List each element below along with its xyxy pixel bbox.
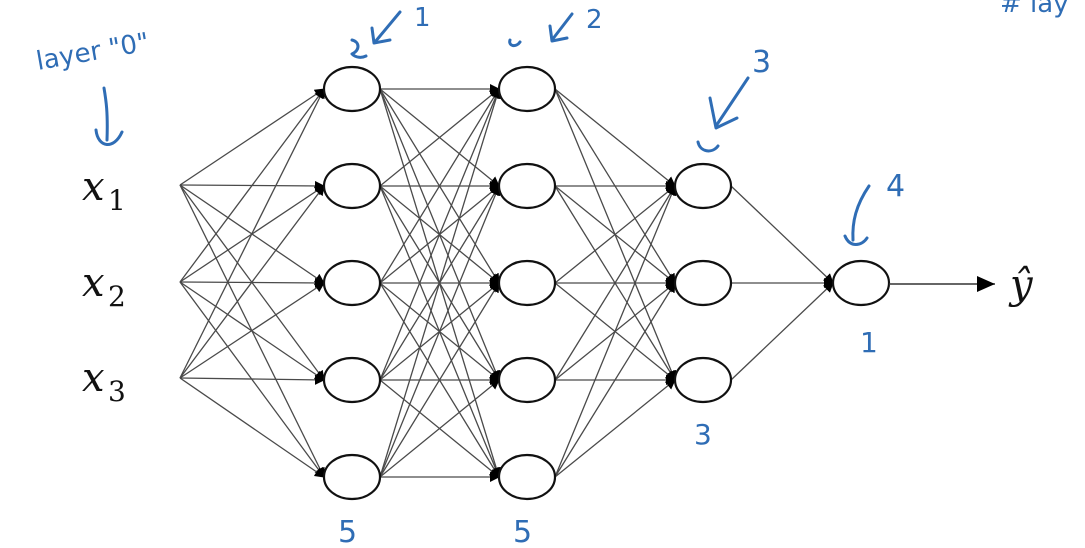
- arrow-icon: [714, 76, 750, 128]
- output-y-hat: ŷ: [1008, 262, 1034, 308]
- neuron-layer-2-unit-2: [497, 162, 557, 210]
- annotation-layer-4: 4: [843, 169, 905, 246]
- neuron-layer-1-unit-5: [322, 453, 382, 501]
- neuron-layer-1-unit-2: [322, 162, 382, 210]
- edge-layer-3-to-4: [730, 282, 834, 381]
- layer-2-index: 2: [586, 5, 603, 35]
- edge-layer-0-to-1: [179, 282, 325, 379]
- input-symbol: x: [82, 164, 105, 210]
- edge-layer-1-to-2: [379, 379, 500, 478]
- connection-edges: [179, 84, 834, 482]
- input-subscript: 1: [108, 184, 126, 217]
- annotation-layer-2: 2: [508, 5, 603, 48]
- annotation-layer-0-text: layer "0": [34, 28, 151, 77]
- neuron-layer-1-unit-4: [322, 356, 382, 404]
- edge-layer-2-to-3: [554, 282, 676, 478]
- arrowhead-icon: [708, 96, 739, 130]
- small-mark-icon: [696, 140, 720, 153]
- input-subscript: 2: [108, 280, 126, 313]
- neuron-layer-1-unit-1: [322, 65, 382, 113]
- down-arrow-icon: [102, 86, 109, 142]
- arrow-icon: [851, 184, 871, 242]
- arrowhead-icon: [94, 128, 124, 146]
- input-symbol: x: [82, 355, 105, 401]
- small-mark-icon: [508, 38, 522, 48]
- edge-layer-1-to-2: [379, 88, 500, 284]
- edge-layer-0-to-1: [179, 88, 325, 283]
- layer-1-unit-count: 5: [338, 515, 357, 548]
- input-x2: x 2: [82, 260, 126, 313]
- edge-layer-1-to-2: [379, 185, 501, 478]
- edge-layer-1-to-2: [379, 88, 501, 381]
- neuron-layer-3-unit-2: [673, 259, 733, 307]
- edge-layer-0-to-1: [179, 88, 325, 186]
- neuron-layer-2-unit-5: [497, 453, 557, 501]
- annotation-layer-3: 3: [696, 45, 771, 153]
- arrowhead-icon: [370, 26, 392, 45]
- neuron-layer-3-unit-3: [673, 356, 733, 404]
- edge-layer-1-to-2: [379, 88, 500, 187]
- arrow-icon: [550, 12, 574, 42]
- annotation-top-right-partial: # lay: [1000, 0, 1069, 19]
- edge-layer-3-to-4: [730, 185, 834, 284]
- arrowhead-icon: [548, 24, 569, 43]
- edge-layer-2-to-3: [554, 185, 676, 284]
- neuron-layer-1-unit-3: [322, 259, 382, 307]
- arrowhead-icon: [843, 234, 869, 246]
- edge-layer-0-to-1: [179, 377, 325, 478]
- input-symbol: x: [82, 260, 105, 306]
- edge-layer-0-to-1: [179, 185, 325, 379]
- edge-layer-1-to-2: [379, 88, 502, 478]
- annotation-layer-0: layer "0": [34, 28, 151, 146]
- edge-layer-1-to-2: [379, 282, 500, 478]
- input-x3: x 3: [82, 355, 126, 408]
- neuron-nodes: [322, 65, 891, 501]
- edge-layer-2-to-3: [554, 185, 677, 478]
- edge-layer-2-to-3: [554, 379, 676, 478]
- layer-1-index: 1: [414, 3, 431, 33]
- layer-2-unit-count: 5: [513, 515, 532, 548]
- neuron-layer-2-unit-3: [497, 259, 557, 307]
- neuron-layer-4-unit-1: [831, 259, 891, 307]
- annotation-layer-1: 1: [350, 3, 431, 59]
- edge-layer-0-to-1: [179, 374, 325, 385]
- input-x1: x 1: [82, 164, 126, 217]
- neuron-layer-3-unit-1: [673, 162, 733, 210]
- input-subscript: 3: [108, 375, 126, 408]
- layer-3-unit-count: 3: [694, 418, 712, 451]
- small-mark-icon: [350, 38, 368, 59]
- layer-4-unit-count: 1: [860, 326, 878, 359]
- layer-4-index: 4: [886, 169, 905, 204]
- edge-layer-2-to-3: [554, 88, 676, 187]
- arrow-icon: [373, 10, 402, 44]
- neuron-layer-2-unit-1: [497, 65, 557, 113]
- edge-layer-2-to-3: [554, 185, 676, 381]
- edge-layer-0-to-1: [179, 88, 325, 379]
- layer-3-index: 3: [752, 45, 771, 80]
- neuron-layer-2-unit-4: [497, 356, 557, 404]
